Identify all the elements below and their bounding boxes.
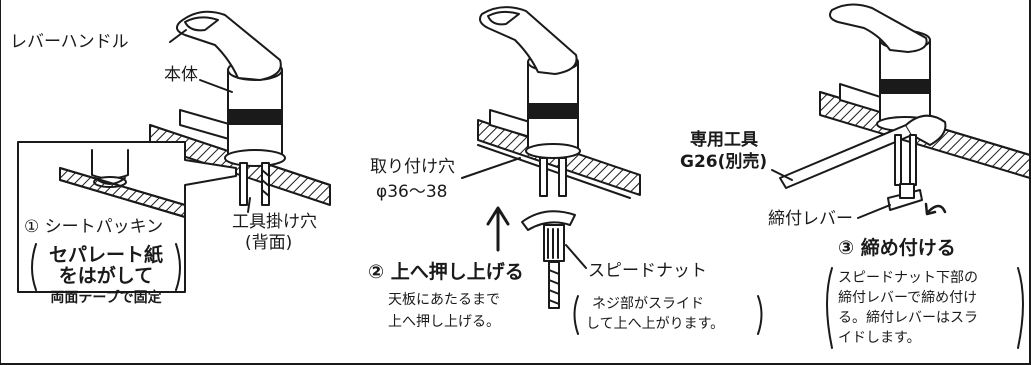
step2-desc-line2: 上へ押し上げる。 <box>388 314 500 330</box>
step2-note-line2: して上へ上がります。 <box>586 316 725 332</box>
label-tool-hole-note: (背面) <box>245 233 293 253</box>
label-lever-handle: レバーハンドル <box>10 32 129 52</box>
panel3-faucet <box>771 3 1031 349</box>
label-body: 本体 <box>164 65 198 85</box>
up-arrow-icon <box>486 206 510 252</box>
label-tool-hole: 工具掛け穴 <box>232 212 317 232</box>
step3-note-line4: イドします。 <box>838 330 921 346</box>
step3-title: ③ 締め付ける <box>838 237 956 259</box>
label-speed-nut: スピードナット <box>588 261 707 281</box>
panel1-faucet <box>17 10 331 293</box>
label-tightening-lever: 締付レバー <box>768 209 853 229</box>
rotate-arrow-icon <box>924 202 947 216</box>
label-mount-hole: 取り付け穴 <box>370 157 455 177</box>
step3-note-line2: 締付レバーで締め付け <box>838 290 978 306</box>
step2-note-line1: ネジ部がスライド <box>592 296 704 312</box>
label-mount-hole-size: φ36〜38 <box>376 182 448 202</box>
step1-note-line1: セパレート紙 <box>48 244 163 266</box>
step1-title: ① シートパッキン <box>24 217 164 237</box>
step3-note-line3: る。締付レバーはスラ <box>838 310 978 326</box>
label-dedicated-tool: 専用工具 <box>690 130 758 150</box>
step3-note-line1: スピードナット下部の <box>838 270 978 286</box>
panel2-faucet <box>461 6 763 335</box>
label-dedicated-tool-model: G26(別売) <box>680 152 768 172</box>
step2-title: ② 上へ押し上げる <box>368 261 524 283</box>
step2-desc-line1: 天板にあたるまで <box>388 292 500 308</box>
step1-note-line2: をはがして <box>58 265 154 287</box>
step1-note-line3: 両面テープで固定 <box>50 290 162 306</box>
